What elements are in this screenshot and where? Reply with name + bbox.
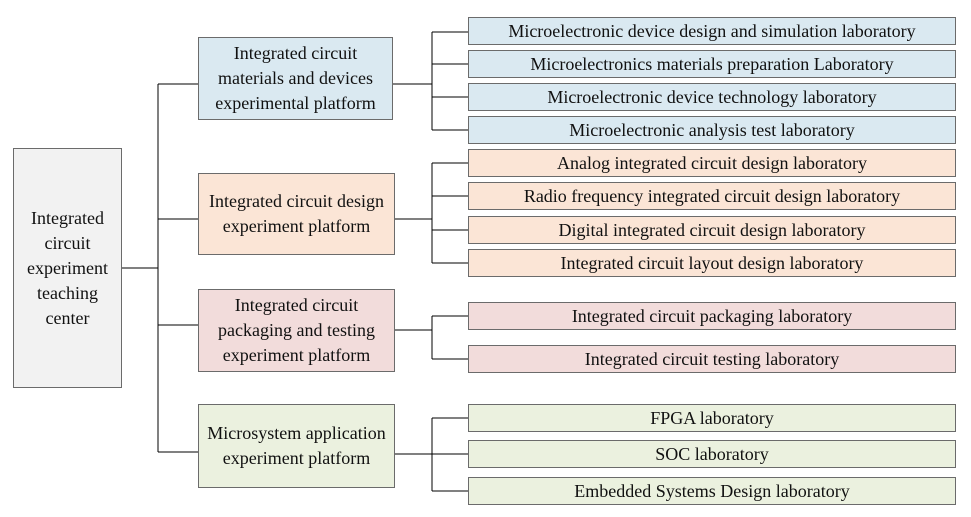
lab-digital-ic-design: Digital integrated circuit design labora… (468, 216, 956, 244)
root-node-teaching-center: Integrated circuit experiment teaching c… (13, 148, 122, 388)
platform-materials-devices: Integrated circuit materials and devices… (198, 37, 393, 120)
platform-microsystem: Microsystem application experiment platf… (198, 404, 395, 488)
lab-ic-layout-design: Integrated circuit layout design laborat… (468, 249, 956, 277)
lab-rf-ic-design: Radio frequency integrated circuit desig… (468, 182, 956, 210)
platform-design: Integrated circuit design experiment pla… (198, 173, 395, 255)
lab-analog-ic-design: Analog integrated circuit design laborat… (468, 149, 956, 177)
lab-analysis-test: Microelectronic analysis test laboratory (468, 116, 956, 144)
lab-materials-preparation: Microelectronics materials preparation L… (468, 50, 956, 78)
platform-packaging-testing: Integrated circuit packaging and testing… (198, 289, 395, 372)
lab-ic-testing: Integrated circuit testing laboratory (468, 345, 956, 373)
lab-embedded-systems-design: Embedded Systems Design laboratory (468, 477, 956, 505)
lab-fpga: FPGA laboratory (468, 404, 956, 432)
lab-device-design-simulation: Microelectronic device design and simula… (468, 17, 956, 45)
lab-soc: SOC laboratory (468, 440, 956, 468)
lab-ic-packaging: Integrated circuit packaging laboratory (468, 302, 956, 330)
lab-device-technology: Microelectronic device technology labora… (468, 83, 956, 111)
